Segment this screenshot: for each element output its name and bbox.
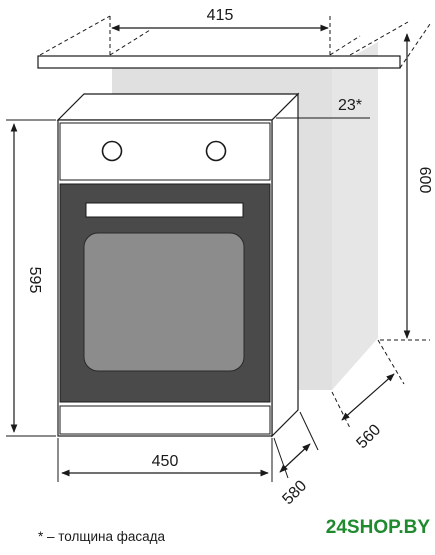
door-handle xyxy=(85,202,244,218)
countertop xyxy=(37,55,401,69)
door-window xyxy=(83,232,245,372)
brand-logo: 24SHOP.BY xyxy=(326,517,431,538)
oven-width-extension-lines xyxy=(57,438,273,482)
oven-height-extension-lines xyxy=(6,119,56,437)
control-panel xyxy=(59,122,271,181)
niche-width-extension-lines xyxy=(39,15,409,56)
oven-height-label: 595 xyxy=(26,267,43,294)
oven-depth-arrow xyxy=(279,443,311,473)
oven-bottom-panel xyxy=(59,405,271,435)
niche-side-wall xyxy=(332,42,378,390)
niche-width-label: 415 xyxy=(207,7,234,24)
facade-thickness-label: 23* xyxy=(338,97,362,114)
niche-height-label: 600 xyxy=(416,167,433,194)
control-knob-left xyxy=(101,140,123,162)
niche-depth-label: 560 xyxy=(353,421,384,452)
control-knob-right xyxy=(205,140,227,162)
footnote: * – толщина фасада xyxy=(38,529,165,544)
oven-depth-label: 580 xyxy=(279,477,310,508)
oven-width-label: 450 xyxy=(152,453,179,470)
niche-depth-extension-lines xyxy=(331,339,405,429)
niche-depth-arrow xyxy=(341,373,395,421)
